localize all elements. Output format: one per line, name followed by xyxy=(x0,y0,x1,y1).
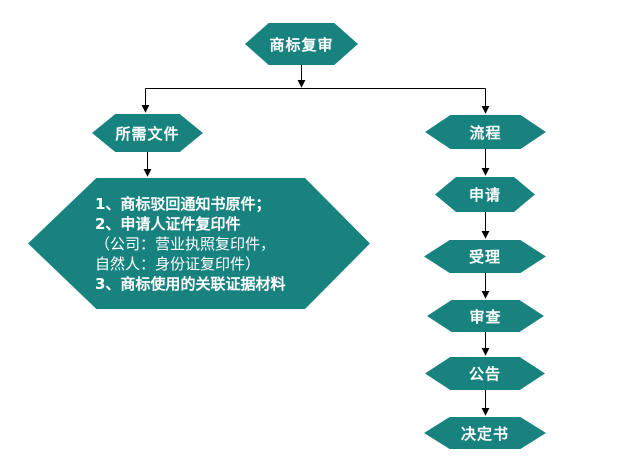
node-step-accept: 受理 xyxy=(424,240,546,273)
node-required-documents: 所需文件 xyxy=(92,114,203,152)
detail-line-2: 2、申请人证件复印件 xyxy=(95,214,241,233)
node-step-apply-label: 申请 xyxy=(468,186,501,204)
node-step-examine-label: 审查 xyxy=(469,307,502,326)
node-process: 流程 xyxy=(425,115,546,149)
node-trademark-review-label: 商标复审 xyxy=(269,35,334,54)
node-required-documents-label: 所需文件 xyxy=(115,124,180,143)
documents-detail-text: 1、商标驳回通知书原件； 2、申请人证件复印件 （公司：营业执照复印件， 自然人… xyxy=(28,194,295,294)
node-step-announce: 公告 xyxy=(425,357,545,390)
node-step-announce-label: 公告 xyxy=(468,365,501,383)
detail-line-5: 3、商标使用的关联证据材料 xyxy=(95,274,286,293)
detail-line-4: 自然人：身份证复印件） xyxy=(95,254,261,273)
node-trademark-review: 商标复审 xyxy=(245,23,358,65)
node-step-apply: 申请 xyxy=(435,177,535,212)
node-process-label: 流程 xyxy=(469,123,502,142)
node-documents-detail: 1、商标驳回通知书原件； 2、申请人证件复印件 （公司：营业执照复印件， 自然人… xyxy=(28,178,370,309)
node-step-accept-label: 受理 xyxy=(468,248,501,266)
detail-line-3: （公司：营业执照复印件， xyxy=(95,234,276,253)
node-step-decision-label: 决定书 xyxy=(460,424,509,443)
detail-line-1: 1、商标驳回通知书原件； xyxy=(95,194,271,213)
node-step-decision: 决定书 xyxy=(424,417,546,449)
node-step-examine: 审查 xyxy=(427,300,544,332)
